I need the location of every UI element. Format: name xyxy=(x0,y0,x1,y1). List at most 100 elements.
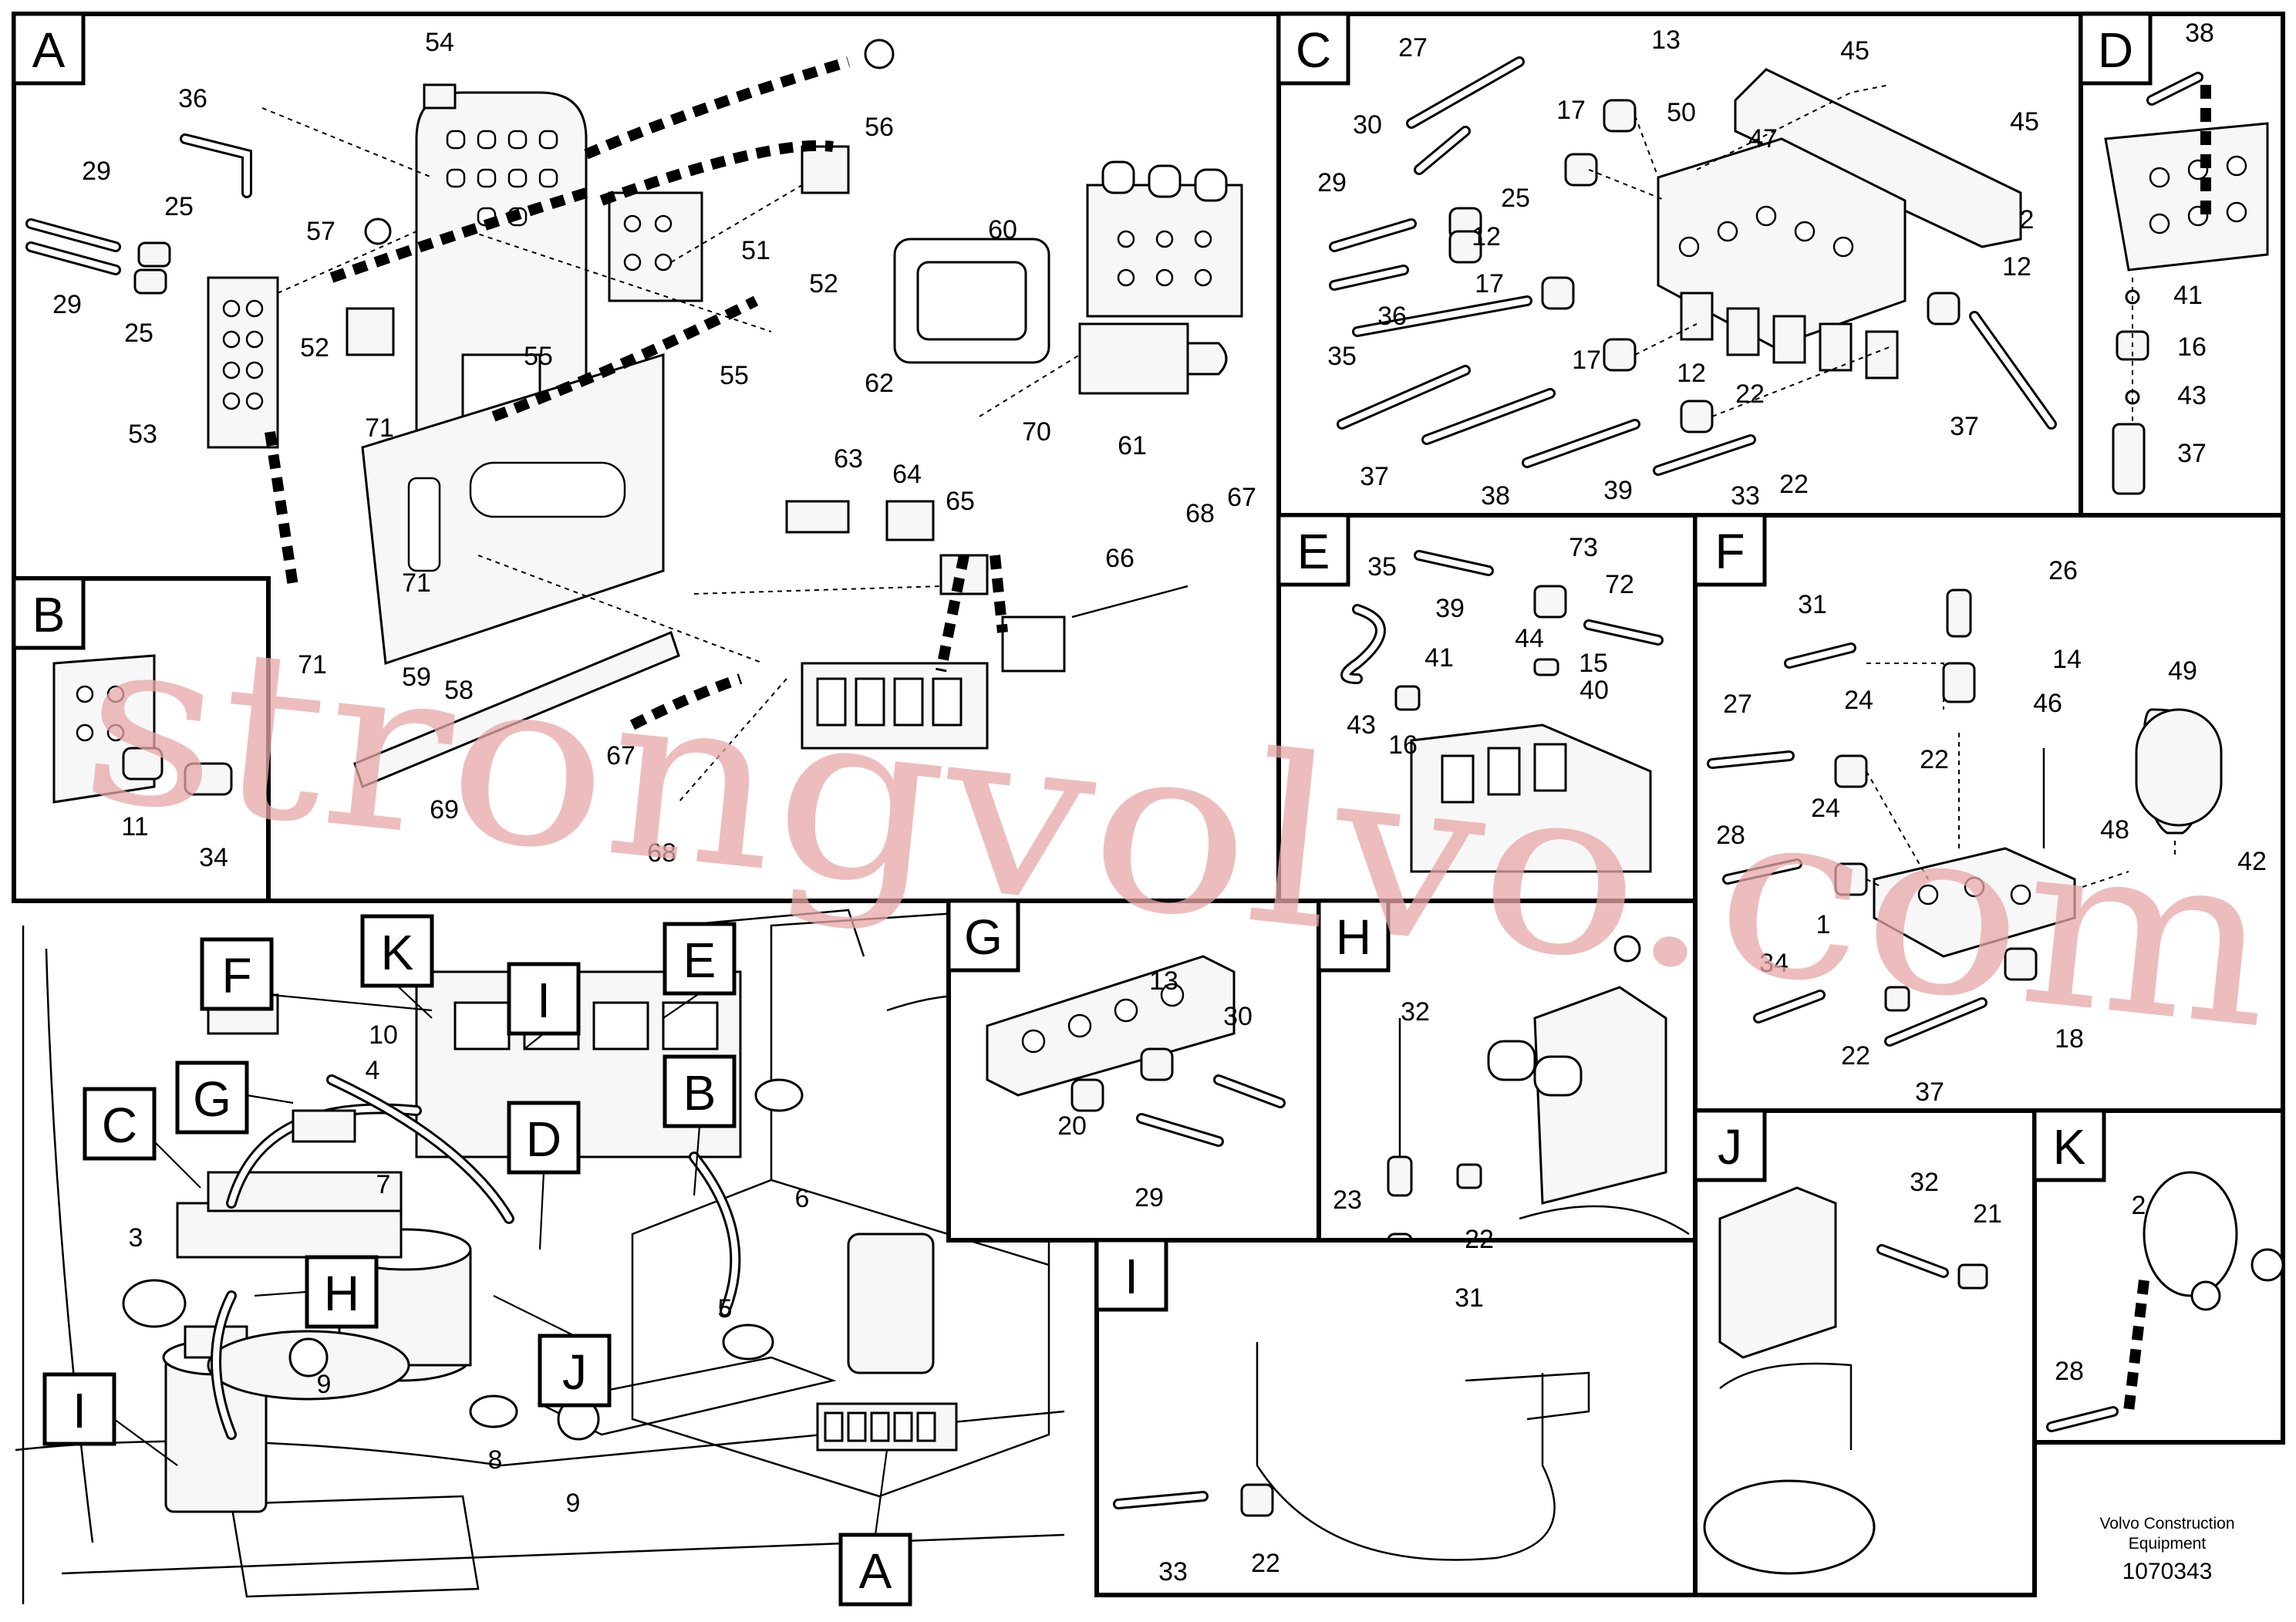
document-number: 1070343 xyxy=(2122,1559,2213,1584)
callout: 67 xyxy=(1227,483,1256,512)
svg-text:F: F xyxy=(221,948,251,1003)
callout: 46 xyxy=(2033,689,2062,718)
callout: 55 xyxy=(524,342,553,371)
callout: 63 xyxy=(834,444,863,474)
callout: 39 xyxy=(1603,476,1633,505)
callout: 52 xyxy=(809,269,838,298)
panel-e-letter: E xyxy=(1297,524,1330,579)
locator-i2: I xyxy=(42,1372,116,1446)
callouts-d: 38 41 16 43 37 xyxy=(2173,19,2214,468)
callout: 39 xyxy=(1435,594,1465,623)
callout: 35 xyxy=(1327,342,1357,371)
svg-text:I: I xyxy=(72,1383,86,1438)
callout: 30 xyxy=(1223,1002,1253,1031)
callout: 21 xyxy=(1973,1199,2002,1229)
callout: 23 xyxy=(1333,1185,1362,1215)
overview-assembly xyxy=(15,909,1065,1604)
callout: 36 xyxy=(178,84,207,113)
panel-b-letter: B xyxy=(32,587,66,642)
callout: 24 xyxy=(1844,686,1873,715)
callout: 48 xyxy=(2100,815,2129,845)
callouts-overview: 10 4 7 3 6 5 9 8 9 xyxy=(129,1020,810,1518)
callout: 32 xyxy=(1910,1168,1939,1197)
callout: 14 xyxy=(2052,645,2082,674)
svg-text:G: G xyxy=(193,1071,231,1127)
callout: 65 xyxy=(946,487,975,516)
callout: 24 xyxy=(1811,794,1840,823)
callout: 71 xyxy=(298,650,327,679)
callout: 26 xyxy=(2048,556,2078,585)
callout: 31 xyxy=(1455,1283,1484,1313)
callout: 25 xyxy=(1501,184,1530,213)
callout: 6 xyxy=(795,1184,810,1213)
callout: 12 xyxy=(2002,252,2031,282)
callout: 44 xyxy=(1515,624,1544,653)
callout: 18 xyxy=(2055,1024,2084,1054)
callouts-k: 2 28 xyxy=(2055,1191,2146,1386)
callout: 34 xyxy=(199,843,228,872)
callout: 22 xyxy=(1465,1225,1494,1254)
callout: 37 xyxy=(2177,439,2207,468)
panel-c-letter: C xyxy=(1296,22,1331,78)
callout: 34 xyxy=(1759,949,1789,978)
callout: 29 xyxy=(82,157,111,186)
panel-a-letter: A xyxy=(32,22,66,78)
callout: 15 xyxy=(1579,649,1608,678)
svg-text:D: D xyxy=(526,1111,561,1167)
callout: 27 xyxy=(1723,690,1752,719)
locator-f: F xyxy=(200,937,274,1011)
callout: 36 xyxy=(1377,302,1407,331)
callout: 22 xyxy=(1251,1549,1280,1578)
callout: 47 xyxy=(1748,124,1778,153)
locator-k: K xyxy=(360,914,434,988)
panel-a: A xyxy=(12,12,1281,903)
panel-j: J xyxy=(1693,1108,2037,1597)
panel-d: D xyxy=(2079,12,2285,518)
panel-e: E xyxy=(1276,513,1698,903)
callouts-b: 11 34 xyxy=(121,812,228,872)
svg-text:C: C xyxy=(102,1098,137,1153)
callout: 37 xyxy=(1360,462,1389,491)
callouts-a: 54 56 36 29 25 29 25 57 52 51 53 52 55 7… xyxy=(52,28,1256,868)
callouts-i: 33 22 xyxy=(1158,1549,1280,1587)
callout: 62 xyxy=(865,369,894,398)
callout: 70 xyxy=(1022,417,1051,447)
callout: 55 xyxy=(720,361,749,390)
locator-c: C xyxy=(83,1087,157,1161)
callout: 16 xyxy=(1388,730,1418,760)
callout: 12 xyxy=(1472,222,1501,251)
callout: 38 xyxy=(1481,481,1510,511)
locator-e: E xyxy=(663,922,737,996)
credit-line-1: Volvo Construction xyxy=(2099,1515,2234,1533)
panel-g-letter: G xyxy=(964,909,1003,965)
callouts-j: 32 21 xyxy=(1910,1168,2002,1229)
callout: 2 xyxy=(2132,1191,2146,1220)
callout: 8 xyxy=(488,1445,503,1475)
callout: 16 xyxy=(2177,332,2207,362)
callout: 17 xyxy=(1572,346,1601,375)
callout: 72 xyxy=(1605,570,1634,599)
callouts-f: 26 31 14 27 24 46 49 22 24 28 48 42 1 34… xyxy=(1716,556,2267,1107)
locator-j: J xyxy=(538,1334,612,1408)
panel-k-letter: K xyxy=(2053,1119,2086,1175)
callout: 33 xyxy=(1158,1557,1188,1587)
callout: 30 xyxy=(1353,110,1382,140)
callout: 66 xyxy=(1105,544,1135,573)
callout: 51 xyxy=(741,236,770,265)
callout: 29 xyxy=(1317,168,1347,197)
locator-a: A xyxy=(838,1533,912,1607)
locator-h: H xyxy=(305,1255,379,1329)
callout: 68 xyxy=(1185,499,1215,528)
callout: 41 xyxy=(1424,643,1454,673)
callout: 40 xyxy=(1580,676,1609,705)
callout: 22 xyxy=(1920,745,1949,774)
callout: 1 xyxy=(1816,910,1831,939)
callout: 9 xyxy=(317,1370,332,1399)
callout: 68 xyxy=(647,838,676,868)
callout: 29 xyxy=(1135,1183,1164,1212)
callout: 17 xyxy=(1556,96,1586,125)
locator-i: I xyxy=(507,962,581,1036)
svg-text:A: A xyxy=(859,1543,892,1599)
callout: 3 xyxy=(129,1223,143,1253)
